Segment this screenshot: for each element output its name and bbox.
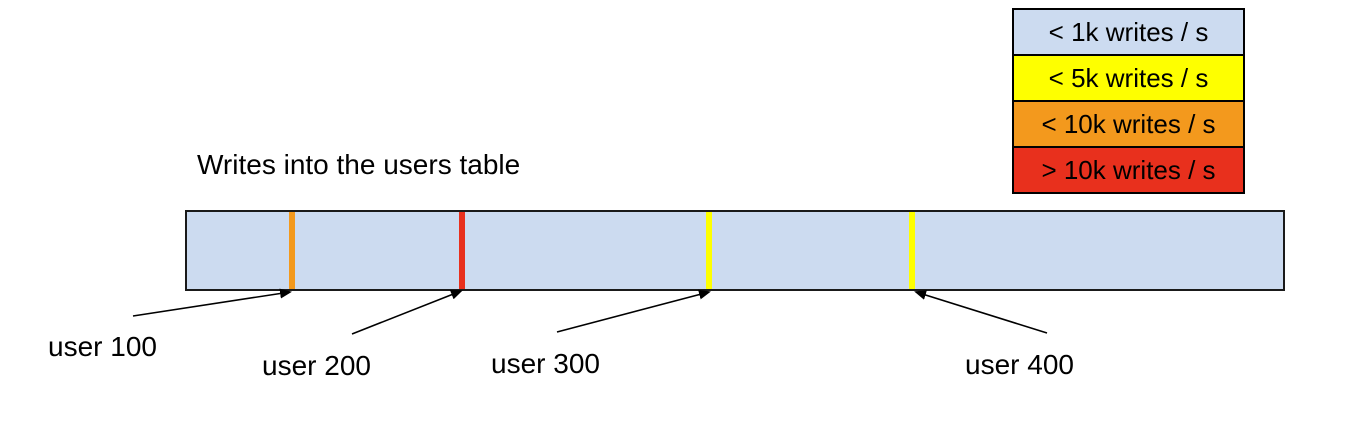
arrow-user-100 xyxy=(132,288,292,317)
label-user-400: user 400 xyxy=(965,349,1074,380)
label-user-200: user 200 xyxy=(262,350,371,381)
legend-item-gt-10k: > 10k writes / s xyxy=(1012,146,1245,194)
legend: < 1k writes / s < 5k writes / s < 10k wr… xyxy=(1012,8,1245,194)
write-hotspot-user-100 xyxy=(289,212,295,289)
legend-item-label: < 10k writes / s xyxy=(1041,109,1216,139)
diagram-title: Writes into the users table xyxy=(197,149,521,180)
label-user-100: user 100 xyxy=(48,331,157,362)
legend-item-lt-10k: < 10k writes / s xyxy=(1012,100,1245,148)
label-user-300: user 300 xyxy=(491,348,600,379)
legend-item-label: < 5k writes / s xyxy=(1048,63,1209,93)
legend-item-label: < 1k writes / s xyxy=(1048,17,1209,47)
write-hotspot-user-400 xyxy=(909,212,915,289)
arrow-user-200 xyxy=(351,290,463,335)
write-hotspot-user-300 xyxy=(706,212,712,289)
legend-item-label: > 10k writes / s xyxy=(1041,155,1216,185)
write-hotspot-user-200 xyxy=(459,212,465,289)
legend-item-lt-1k: < 1k writes / s xyxy=(1012,8,1245,56)
arrow-user-400 xyxy=(914,290,1048,334)
arrow-user-300 xyxy=(556,289,711,333)
legend-item-lt-5k: < 5k writes / s xyxy=(1012,54,1245,102)
users-table-bar xyxy=(185,210,1285,291)
